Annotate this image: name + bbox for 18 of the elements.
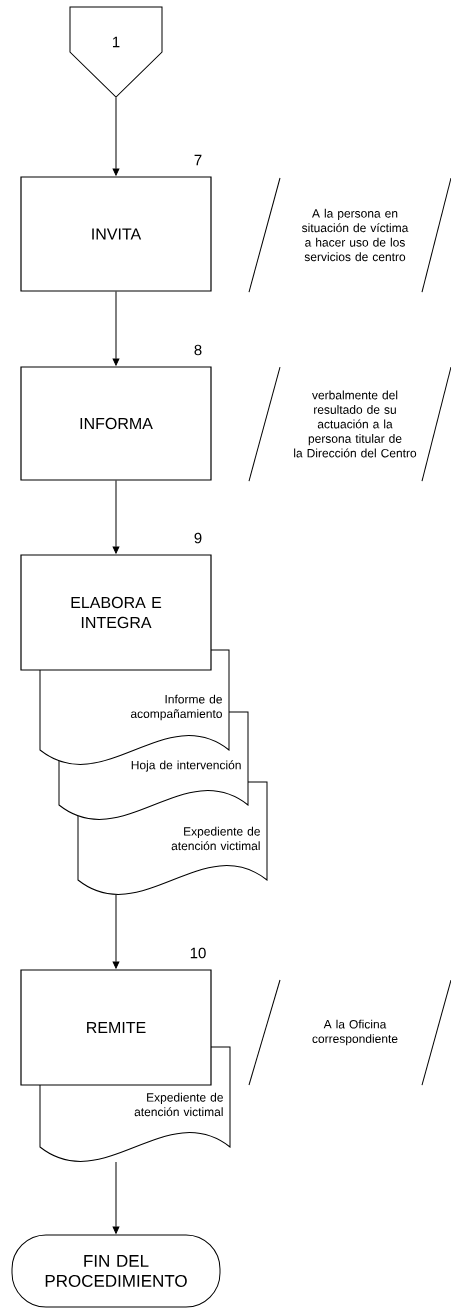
step-number: 8	[194, 344, 202, 356]
process-box: REMITE	[20, 969, 212, 1086]
arrow	[112, 291, 120, 366]
arrow	[112, 97, 120, 176]
process-box: ELABORA E INTEGRA	[20, 554, 212, 671]
process-box: INVITA	[20, 176, 212, 292]
terminal: FIN DEL PROCEDIMIENTO	[11, 1234, 221, 1308]
arrow	[112, 1161, 120, 1234]
annotation: A la Oficina correspondiente	[248, 979, 451, 1086]
annotation: verbalmente del resultado de su actuación a la persona titular de la Dirección del Centro	[248, 366, 451, 482]
off-page-connector: 1	[69, 6, 163, 98]
arrow	[112, 894, 120, 969]
step-number: 7	[194, 154, 202, 166]
step-number: 9	[194, 532, 202, 544]
process-box: INFORMA	[20, 366, 212, 481]
annotation: A la persona en situación de víctima a hacer uso de los servicios de centro	[248, 177, 451, 293]
step-number: 10	[190, 947, 206, 959]
arrow	[112, 480, 120, 554]
